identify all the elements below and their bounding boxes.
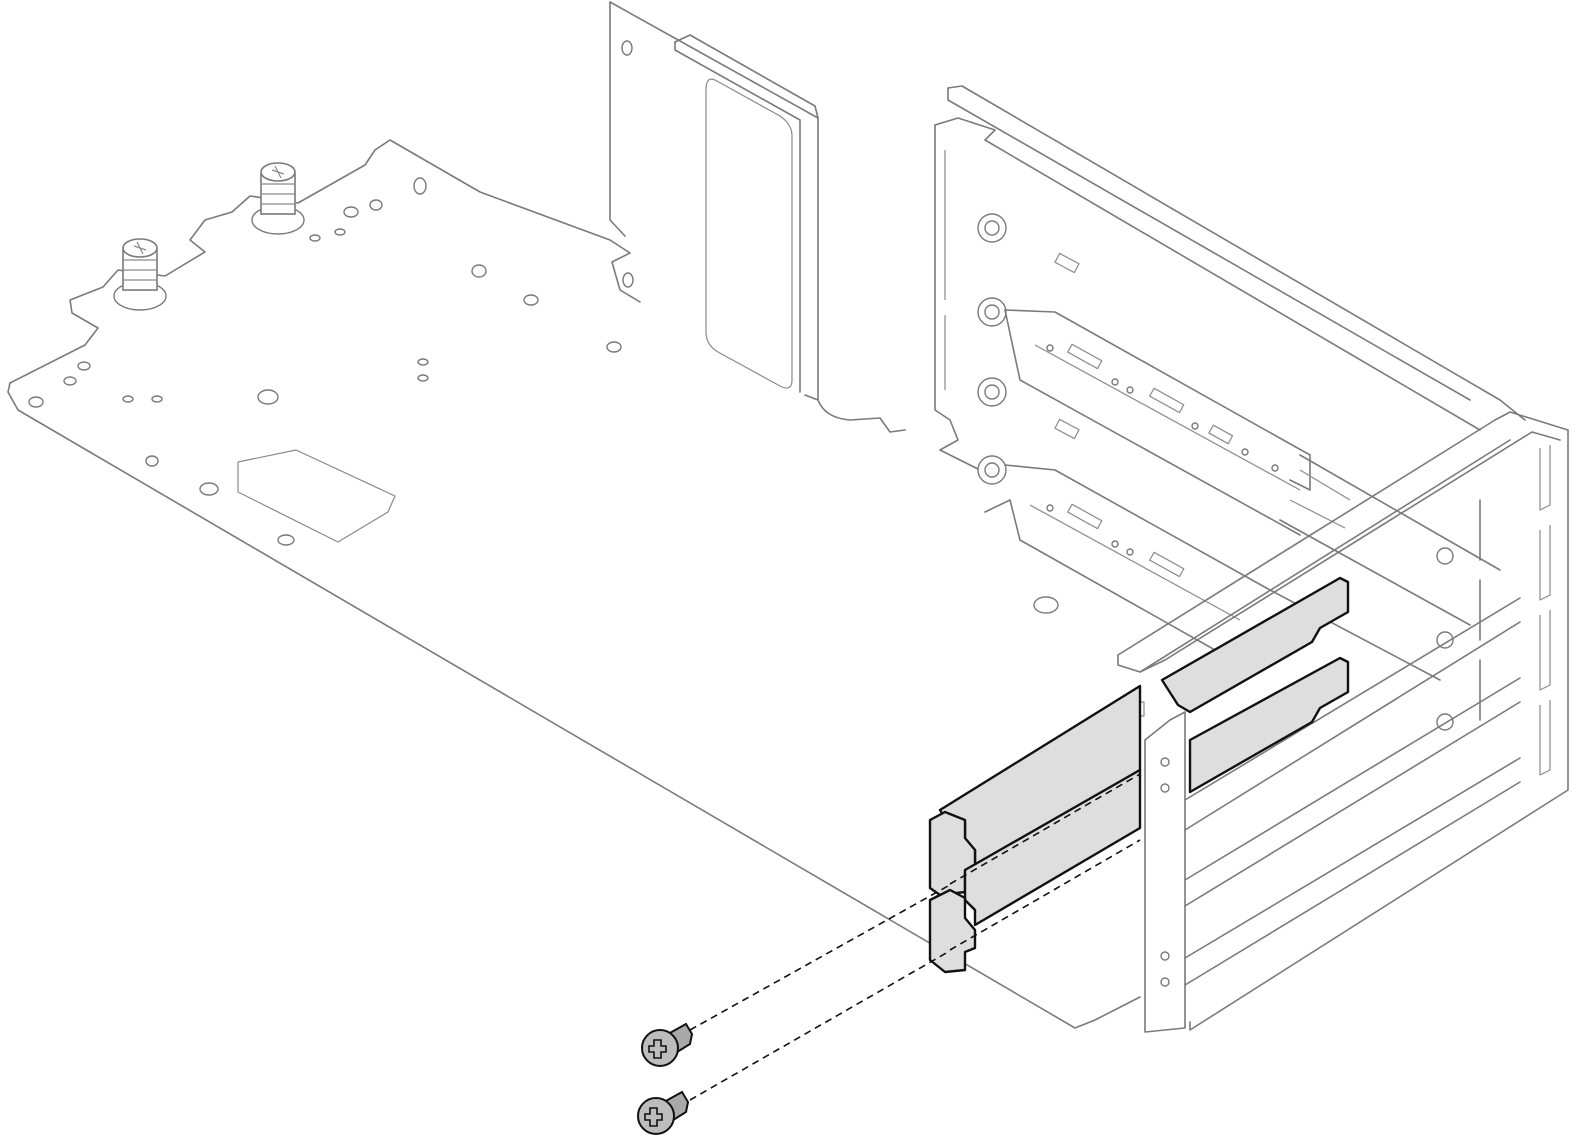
- plate-hole: [257, 389, 279, 405]
- plate-hole: [77, 361, 91, 371]
- slot-filler-icon: [928, 576, 1350, 897]
- slot-filler-icon: [928, 656, 1350, 974]
- standoff-icon: [977, 377, 1007, 407]
- standoff-icon: [977, 297, 1007, 327]
- plate-hole: [334, 228, 346, 236]
- base-plate: [7, 1, 1141, 1029]
- alignment-guide-line: [689, 885, 949, 1031]
- plate-hole: [523, 294, 539, 306]
- plate-hole: [621, 40, 633, 56]
- alignment-guide-line: [949, 773, 1141, 885]
- standoff-icon: [977, 455, 1007, 485]
- plate-hole: [199, 482, 219, 496]
- plate-hole: [471, 264, 487, 278]
- plate-hole: [277, 534, 295, 546]
- plate-hole: [151, 395, 163, 403]
- plate-hole: [1033, 596, 1059, 614]
- plate-hole: [63, 376, 77, 386]
- plate-hole: [413, 177, 427, 195]
- standoff-icon: [977, 213, 1007, 243]
- thumbscrew-icon: [113, 238, 167, 311]
- alignment-guide-line: [689, 951, 949, 1101]
- plate-hole: [309, 234, 321, 242]
- plate-hole: [28, 396, 44, 408]
- plate-hole: [145, 455, 159, 467]
- side-wall: [609, 1, 906, 433]
- plate-hole: [606, 341, 622, 353]
- plate-hole: [369, 199, 383, 211]
- plate-hole: [417, 358, 429, 366]
- thumbscrew-icon: [251, 162, 305, 235]
- plate-hole: [622, 272, 634, 288]
- plate-hole: [417, 374, 429, 382]
- screw-icon: [641, 1022, 694, 1067]
- plate-hole: [122, 395, 134, 403]
- bracket-frame: [1117, 411, 1569, 1033]
- alignment-guide-line: [949, 839, 1141, 951]
- card-cage: [934, 85, 1526, 731]
- plate-hole: [343, 206, 359, 218]
- screw-icon: [637, 1090, 690, 1135]
